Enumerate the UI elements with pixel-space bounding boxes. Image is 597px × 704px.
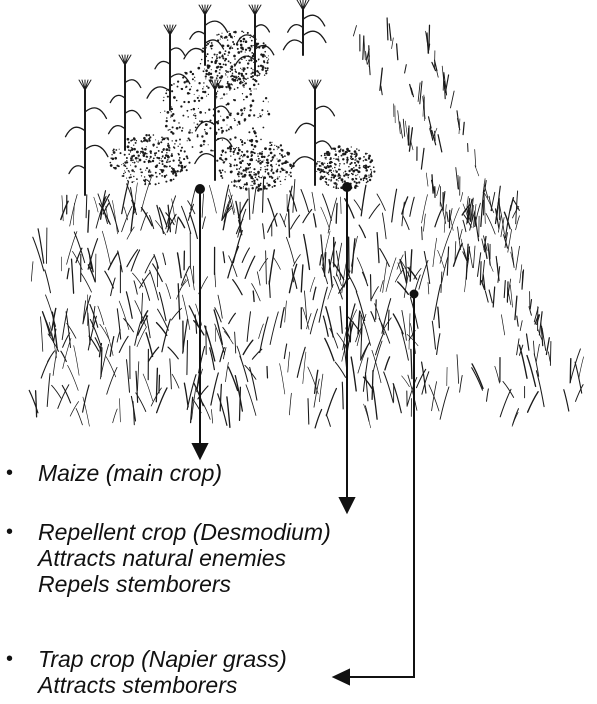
legend-title-napier: Trap crop (Napier grass)	[38, 646, 287, 672]
desmodium-rows	[109, 30, 375, 191]
arrowhead-napier	[334, 670, 349, 684]
pointer-desmodium	[340, 183, 354, 512]
legend-detail-repels-stemborers: Repels stemborers	[38, 571, 331, 597]
legend-detail-attracts-enemies: Attracts natural enemies	[38, 545, 331, 571]
field-sketch	[29, 18, 583, 428]
bullet: •	[6, 460, 13, 486]
legend-title-maize: Maize (main crop)	[38, 460, 222, 486]
legend-detail-attracts-stemborers: Attracts stemborers	[38, 672, 287, 698]
legend-title-desmodium: Repellent crop (Desmodium)	[38, 519, 331, 545]
bullet: •	[6, 646, 13, 672]
arrowhead-maize	[193, 444, 207, 458]
bullet: •	[6, 519, 13, 545]
arrowhead-desmodium	[340, 498, 354, 512]
